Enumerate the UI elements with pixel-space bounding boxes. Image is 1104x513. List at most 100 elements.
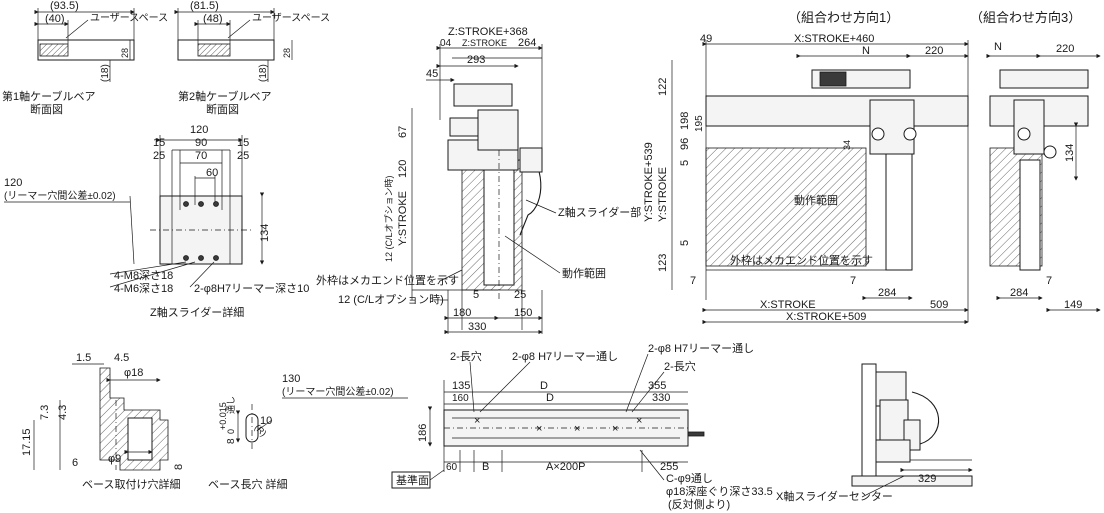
fv-d150: 150 xyxy=(514,307,532,319)
cable2-user-space: ユーザースペース xyxy=(252,12,330,24)
fv-d25: 25 xyxy=(514,289,526,301)
zs-callout-m8: 4-M8深さ18 xyxy=(114,269,173,282)
zs-dim-15b: 15 xyxy=(237,137,249,149)
slot-d8: 8 xyxy=(226,438,237,444)
zs-dim-25b: 25 xyxy=(237,150,249,162)
c1-d7b: 7 xyxy=(850,275,856,287)
slot-title: ベース長穴 詳細 xyxy=(208,477,288,491)
hole-mark-1: × xyxy=(474,415,480,427)
bp-pitch: A×200P xyxy=(546,461,585,473)
sv-center-label: X軸スライダーセンター xyxy=(776,489,893,503)
fv-y-cl: 12 (C/Lオプション時) xyxy=(384,175,394,262)
c1-range-label: 動作範囲 xyxy=(794,193,838,207)
bp-d255: 255 xyxy=(660,461,678,473)
c3-d134: 134 xyxy=(1064,144,1076,162)
c3-d284: 284 xyxy=(1010,287,1028,299)
cable1-user-space: ユーザースペース xyxy=(90,12,168,24)
fv-d330: 330 xyxy=(468,321,486,333)
fv-cl-bottom: 12 (C/Lオプション時) xyxy=(338,293,444,306)
fv-z-stroke: Z:STROKE+368 xyxy=(448,26,528,38)
fv-z-stroke-small: Z:STROKE xyxy=(462,38,507,48)
fv-d120: 120 xyxy=(397,160,409,178)
c1-frame-note: 外枠はメカエンド位置を示す xyxy=(730,253,873,267)
zs-dim-120: 120 xyxy=(190,124,208,136)
c1-d5b: 5 xyxy=(679,240,691,246)
bp-d135: 135 xyxy=(452,380,470,392)
zs-title: Z軸スライダー詳細 xyxy=(150,305,244,319)
combo1-title: （組合わせ方向1） xyxy=(788,10,899,25)
cable2-label-line2: 断面図 xyxy=(206,102,239,116)
hole-mark-5: × xyxy=(636,415,642,427)
c1-n: N xyxy=(862,45,870,57)
combo-direction-3: （組合わせ方向3） N 220 134 7 284 149 xyxy=(970,10,1101,313)
bp-dD1: D xyxy=(540,380,548,392)
slot-d10: 10 xyxy=(260,415,272,427)
bh-d15: 1.5 xyxy=(76,352,91,364)
c1-d96: 96 xyxy=(679,138,691,150)
c1-x-stroke-460: X:STROKE+460 xyxy=(794,33,874,45)
c3-d149: 149 xyxy=(1064,299,1082,311)
cable2-dim-side: 28 xyxy=(282,48,292,58)
c1-d49: 49 xyxy=(700,33,712,45)
fv-d04: 04 xyxy=(440,38,452,49)
c3-n: N xyxy=(994,41,1002,53)
slot-through: 通し xyxy=(226,396,236,414)
cable1-dim-inner: (40) xyxy=(45,13,65,25)
c1-d123: 123 xyxy=(657,254,669,272)
fv-d264: 264 xyxy=(518,37,536,49)
c1-y-stroke-539: Y:STROKE+539 xyxy=(643,142,655,222)
bh-d1715: 17.15 xyxy=(21,428,33,456)
c1-y-stroke: Y:STROKE xyxy=(657,167,669,222)
cable1-label-line1: 第1軸ケーブルベア xyxy=(2,89,95,103)
combo3-title: （組合わせ方向3） xyxy=(970,10,1081,25)
hole-mark-2: × xyxy=(536,423,542,435)
base-plan: × × × × × 2-長穴 2-φ8 H7リーマー通し 2-φ8 H7リーマー… xyxy=(282,342,773,511)
base-slot-detail: 8 +0.015 0 通し 10 (R) ベース長穴 詳細 xyxy=(208,396,288,491)
bp-d186: 186 xyxy=(417,424,429,442)
zs-dim-70: 70 xyxy=(195,150,207,162)
zs-dim-15a: 15 xyxy=(153,137,165,149)
fv-callout-slider: Z軸スライダー部 xyxy=(558,205,641,219)
bh-d8: 8 xyxy=(173,464,185,470)
cable1-dim-outer: (93.5) xyxy=(50,0,79,12)
fv-d293: 293 xyxy=(467,54,485,66)
bp-tol2: (リーマー穴間公差±0.02) xyxy=(282,385,394,398)
fv-d45: 45 xyxy=(426,68,438,80)
cable2-dim-outer: (81.5) xyxy=(190,0,219,12)
cable1-dim-height: (18) xyxy=(100,64,111,82)
slot-tol-plus: +0.015 xyxy=(218,402,228,430)
c1-d34: 34 xyxy=(842,140,852,150)
zs-tol-line1: 120 xyxy=(4,177,22,189)
cable1-label-line2: 断面図 xyxy=(30,102,63,116)
bp-d60: 60 xyxy=(446,462,458,473)
fv-d180: 180 xyxy=(453,307,471,319)
zs-dim-60: 60 xyxy=(206,167,218,179)
bp-d330: 330 xyxy=(652,392,670,404)
side-view: 329 X軸スライダーセンター xyxy=(776,363,973,503)
bp-d355: 355 xyxy=(648,380,666,392)
zs-dim-25a: 25 xyxy=(153,150,165,162)
fv-y-stroke: Y:STROKE xyxy=(397,191,409,246)
zs-dim-134: 134 xyxy=(259,224,271,242)
cable-section-axis2: (81.5) (48) ユーザースペース 28 (18) 第2軸ケーブルベア 断… xyxy=(174,0,330,116)
cable1-dim-side: 28 xyxy=(120,48,130,58)
bh-phi9: φ9 xyxy=(108,453,121,465)
bh-d45: 4.5 xyxy=(114,352,129,364)
combo1-range-hatch xyxy=(705,147,867,267)
cable2-dim-inner: (48) xyxy=(203,13,223,25)
c1-x-stroke: X:STROKE xyxy=(760,299,816,311)
bh-d43: 4.3 xyxy=(57,405,69,420)
front-view: Z:STROKE+368 04 Z:STROKE 264 293 45 67 1… xyxy=(316,26,641,335)
bh-phi18: φ18 xyxy=(124,367,143,379)
bh-d6: 6 xyxy=(72,457,78,469)
c3-d7: 7 xyxy=(1046,275,1052,287)
combo1-x-beam xyxy=(705,95,969,127)
c1-d5a: 5 xyxy=(679,160,691,166)
bp-bore1: C-φ9通し xyxy=(666,472,713,485)
side-base xyxy=(851,475,973,487)
bp-slot1: 2-長穴 xyxy=(450,349,482,363)
bp-dD2: D xyxy=(546,392,554,404)
c1-d509: 509 xyxy=(930,299,948,311)
bp-reamer2: 2-φ8 H7リーマー通し xyxy=(648,342,754,355)
